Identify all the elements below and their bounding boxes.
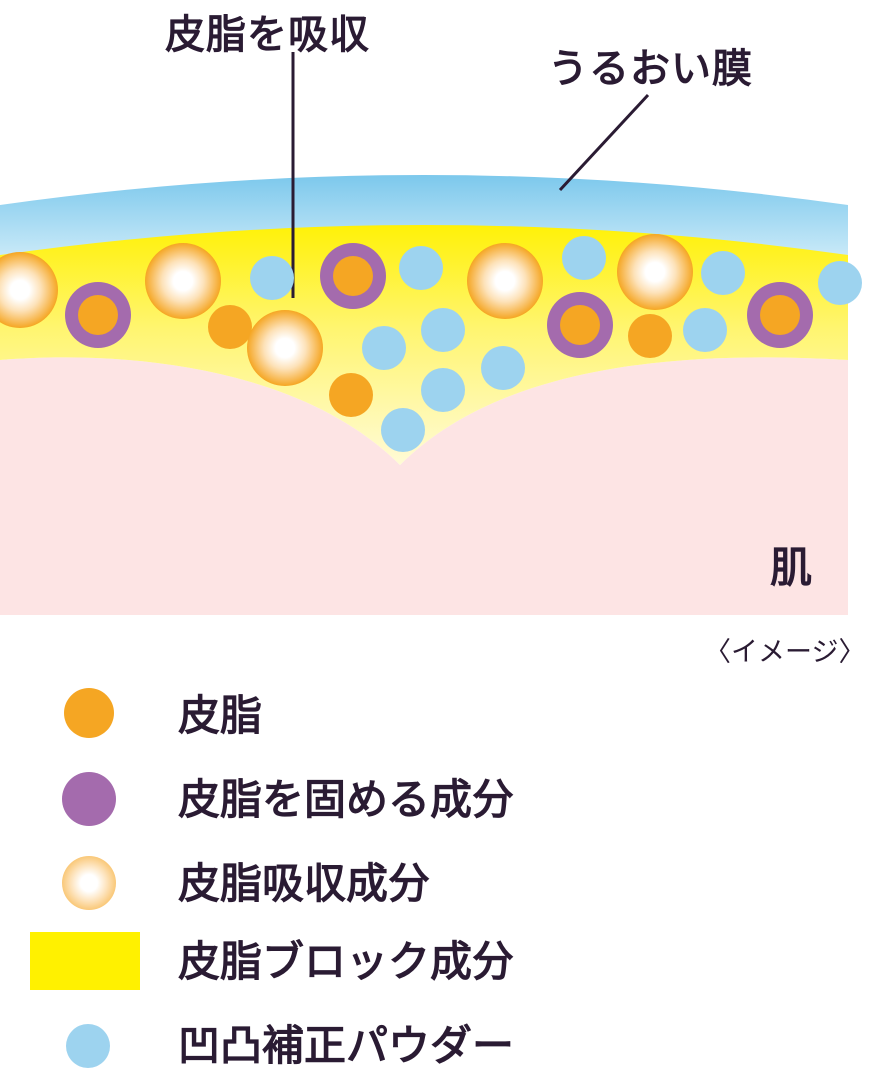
absorbing-dot [467, 243, 543, 319]
legend-item-powder: 凹凸補正パウダー [0, 1010, 878, 1090]
powder-dot [362, 326, 406, 370]
sebum-particles [208, 305, 672, 417]
absorbing-dot [617, 234, 693, 310]
skin-label: 肌 [770, 543, 813, 592]
image-note-label: 〈イメージ〉 [704, 637, 866, 668]
absorbing-dot [247, 310, 323, 386]
powder-dot [683, 308, 727, 352]
unevenness-correction-powder-dot-icon [66, 1024, 110, 1068]
legend-item-sebum-block: 皮脂ブロック成分 [0, 932, 878, 1012]
skin-layer-illustration [0, 52, 862, 615]
powder-particles [250, 236, 862, 452]
absorb-sebum-label: 皮脂を吸収 [165, 12, 370, 58]
sebum-dot-icon [64, 688, 114, 738]
absorbing-dot [0, 252, 58, 328]
skin-diagram: 皮脂を吸収 うるおい膜 肌 〈イメージ〉 [0, 12, 865, 668]
legend-label: 皮脂ブロック成分 [178, 937, 515, 986]
legend: 皮脂 皮脂を固める成分 皮脂吸収成分 皮脂ブロック成分 凹凸補正パウダー [0, 680, 878, 1080]
legend-label: 凹凸補正パウダー [178, 1021, 515, 1070]
powder-dot [250, 256, 294, 300]
skin-area [0, 357, 848, 615]
powder-dot [818, 261, 862, 305]
absorbing-dot [145, 243, 221, 319]
sebum-absorbing-dot-icon [62, 856, 116, 910]
moisture-film-label: うるおい膜 [548, 46, 753, 92]
legend-item-sebum: 皮脂 [0, 680, 878, 760]
legend-item-sebum-hardening: 皮脂を固める成分 [0, 764, 878, 844]
moisture-film [0, 175, 848, 255]
hardening-dot-core [78, 295, 118, 335]
sebum-dot [628, 314, 672, 358]
legend-label: 皮脂 [178, 691, 263, 740]
legend-label: 皮脂吸収成分 [178, 859, 431, 908]
sebum-block-rect-icon [30, 932, 140, 990]
hardening-dot-core [560, 305, 600, 345]
powder-dot [481, 346, 525, 390]
sebum-dot [329, 373, 373, 417]
powder-dot [421, 368, 465, 412]
powder-dot [701, 251, 745, 295]
legend-item-sebum-absorbing: 皮脂吸収成分 [0, 848, 878, 928]
powder-dot [381, 408, 425, 452]
hardening-dot-core [333, 256, 373, 296]
film-pointer-line [558, 93, 650, 192]
sebum-absorbing-particles [0, 234, 693, 386]
powder-dot [399, 246, 443, 290]
sebum-hardening-particles [65, 243, 813, 358]
legend-label: 皮脂を固める成分 [178, 775, 515, 824]
hardening-dot-core [760, 295, 800, 335]
powder-dot [562, 236, 606, 280]
powder-dot [421, 308, 465, 352]
sebum-hardening-dot-icon [62, 772, 116, 826]
sebum-dot [208, 305, 252, 349]
